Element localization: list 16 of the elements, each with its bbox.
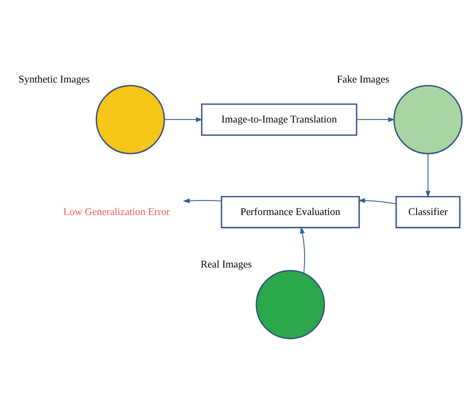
node-label: Real Images [200, 260, 252, 271]
node-label: Synthetic Images [18, 74, 90, 86]
arrow [164, 117, 203, 122]
arrow [426, 153, 430, 198]
node-box: Image-to-Image Translation [201, 103, 358, 136]
node-circle [393, 84, 463, 154]
node-box: Performance Evaluation [220, 196, 360, 228]
arrow [300, 226, 305, 274]
arrow [356, 117, 396, 122]
node-text: Low Generalization Error [63, 206, 170, 218]
node-circle [256, 270, 325, 340]
arrow [358, 198, 397, 204]
arrow [182, 198, 222, 204]
node-box: Classifier [396, 196, 460, 228]
node-label: Fake Images [336, 74, 390, 86]
node-circle [96, 84, 165, 154]
